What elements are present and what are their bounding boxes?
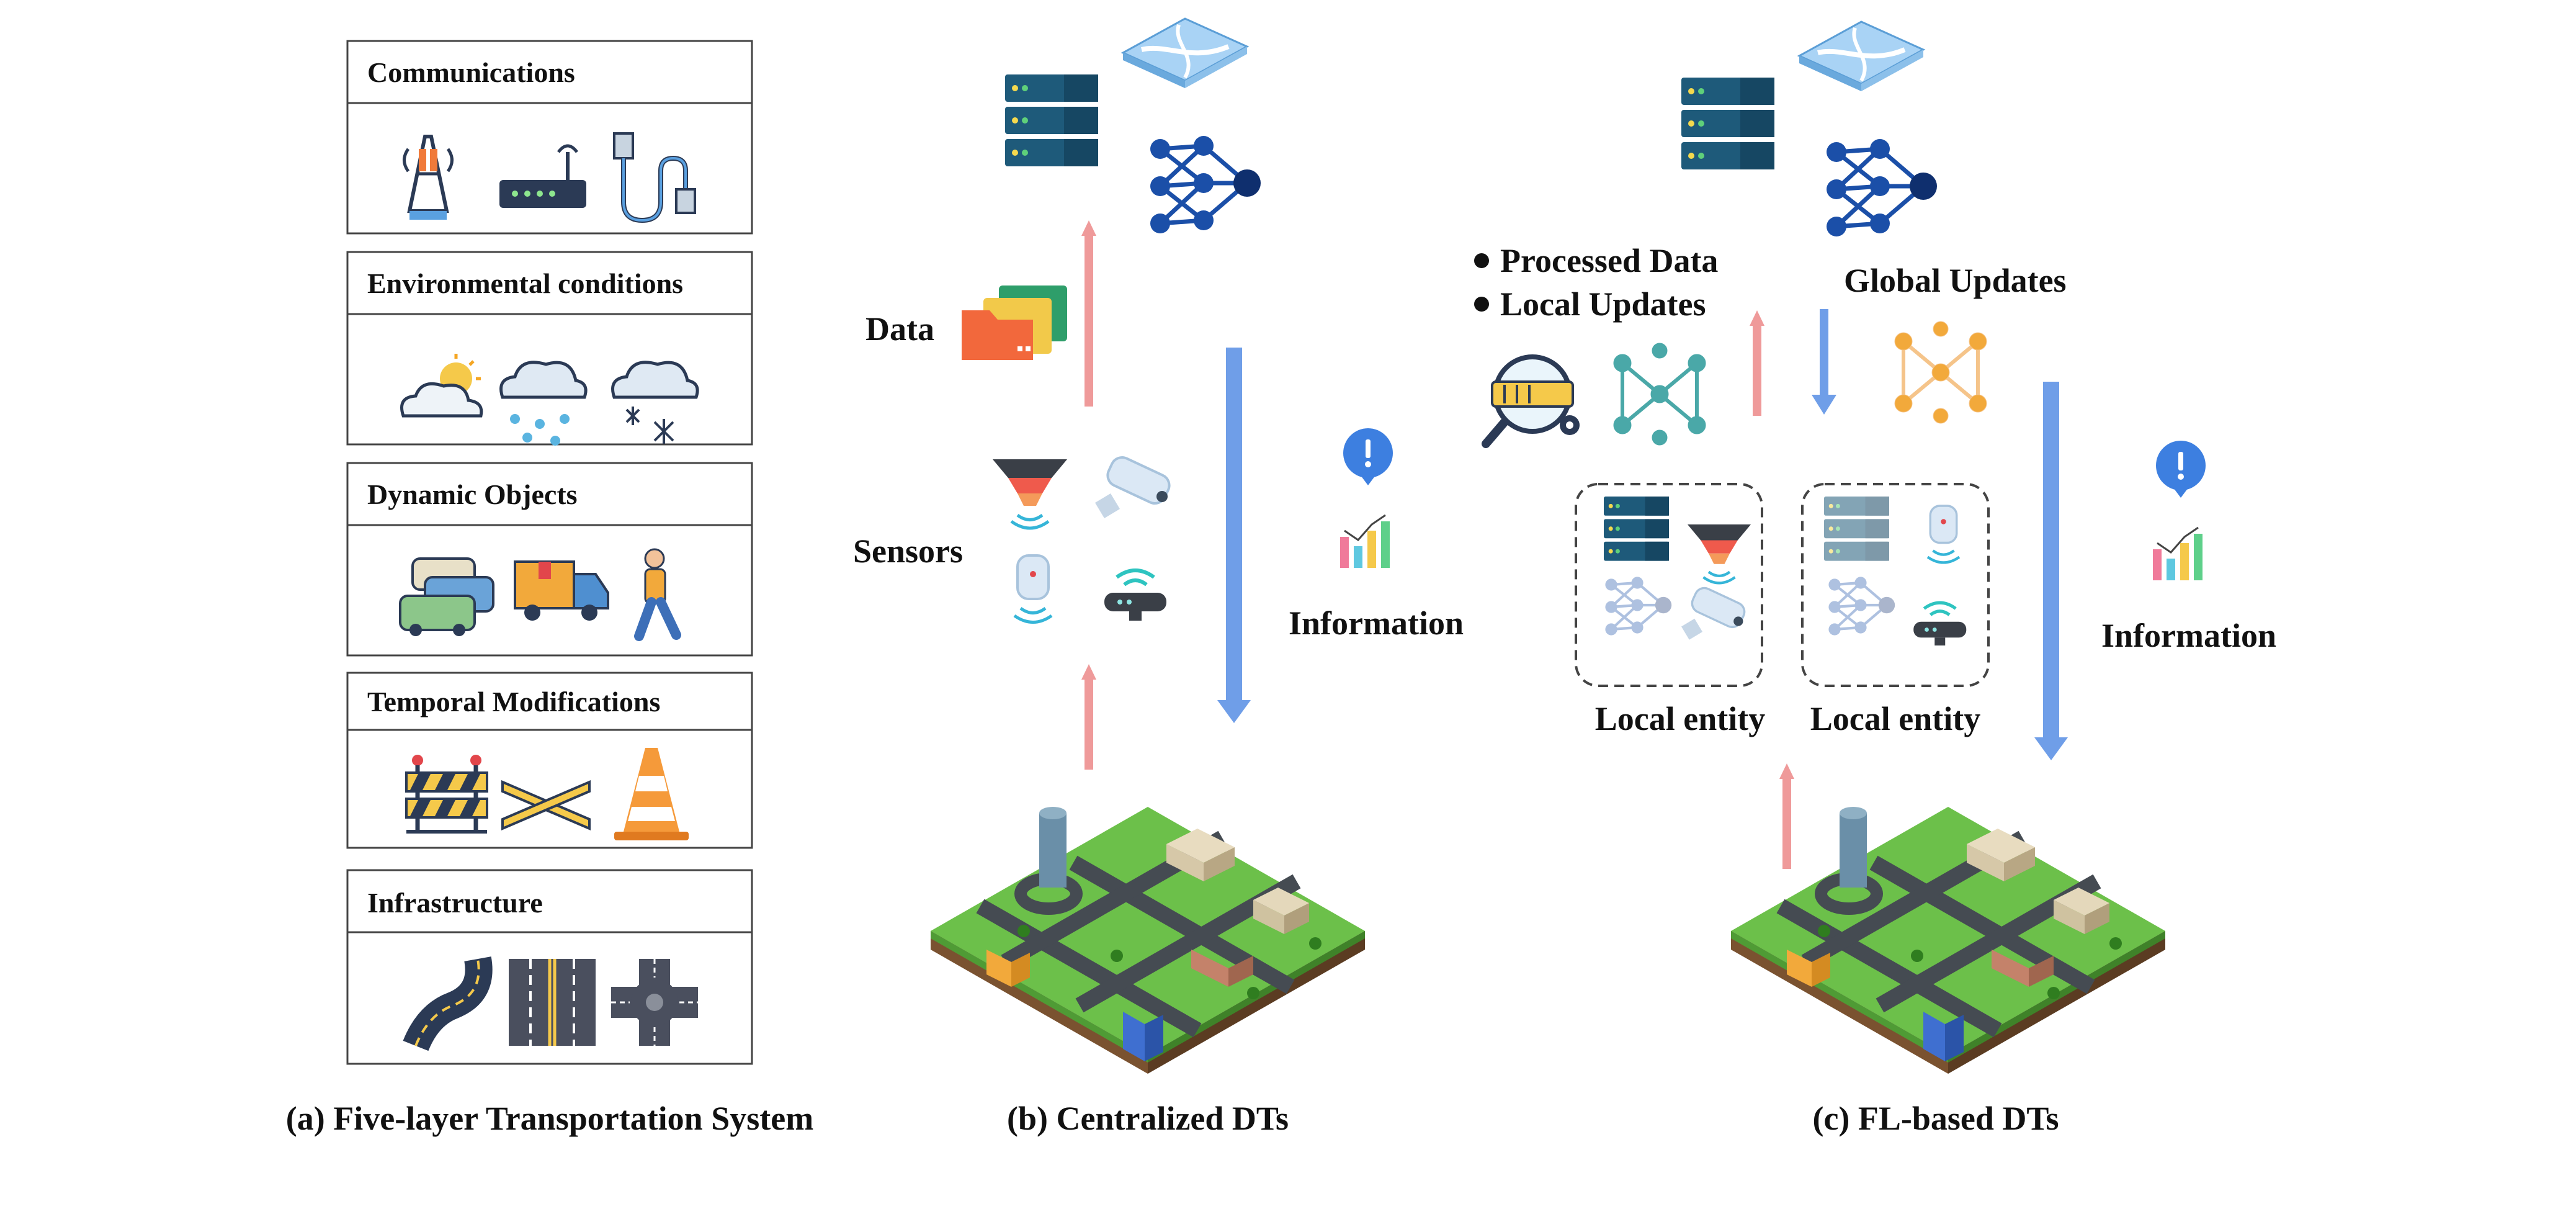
global-updates-label: Global Updates <box>1844 262 2067 299</box>
bar-chart-icon <box>1339 514 1391 569</box>
panel-c: Processed Data Local Updates Global Upda… <box>1474 22 2276 1137</box>
cars-icon <box>399 557 494 636</box>
arrow-up-city-c-shaft <box>1782 779 1791 869</box>
layer-title-dynamic: Dynamic Objects <box>367 479 578 510</box>
camera-icon <box>1094 452 1174 519</box>
map-icon <box>1123 19 1247 88</box>
ethernet-cable-icon <box>613 132 696 223</box>
funnel-sensor-icon <box>993 459 1067 528</box>
arrow-down-info-c <box>2034 737 2068 760</box>
partly-sunny-icon <box>400 354 483 418</box>
layer-environmental-conditions: Environmental conditions <box>346 251 753 446</box>
rain-cloud-icon <box>499 361 588 446</box>
sensors-label: Sensors <box>853 533 963 570</box>
wifi-router-icon <box>499 144 586 208</box>
panel-b: Data Sensors Information (b) Centralized… <box>853 19 1464 1137</box>
analytics-magnifier-icon <box>1482 354 1580 448</box>
bullet-processed-data: Processed Data <box>1500 242 1718 279</box>
bullet-dot-2 <box>1474 297 1489 312</box>
arrow-down-info-shaft <box>1226 348 1242 701</box>
bullet-local-updates: Local Updates <box>1500 286 1706 323</box>
local-entity-label-1: Local entity <box>1595 700 1765 737</box>
pedestrian-icon <box>634 548 681 641</box>
arrow-up-data-shaft <box>1085 236 1093 407</box>
delivery-truck-icon <box>514 560 609 621</box>
crossed-barrier-icon <box>501 780 591 831</box>
layer-title-communications: Communications <box>367 56 575 88</box>
layer-communications: Communications <box>346 40 753 235</box>
arrow-up-local-updates-shaft <box>1753 326 1761 416</box>
server-icon-global <box>1681 78 1774 169</box>
global-model-icon <box>1895 321 1987 423</box>
straight-road-icon <box>509 959 596 1046</box>
local-entity-box-2 <box>1801 483 1990 687</box>
information-label-b: Information <box>1289 605 1464 642</box>
layer-title-environmental: Environmental conditions <box>367 268 683 299</box>
caption-c: (c) FL-based DTs <box>1812 1100 2059 1137</box>
curved-road-icon <box>403 956 493 1051</box>
arrow-down-global-shaft <box>1820 309 1828 396</box>
layer-dynamic-objects: Dynamic Objects <box>346 462 753 657</box>
arrow-up-city-c <box>1779 763 1794 779</box>
folders-icon <box>962 286 1067 360</box>
alert-icon <box>1343 428 1393 485</box>
arrow-up-sensors <box>1081 664 1096 680</box>
arrow-down-global <box>1812 395 1836 415</box>
caption-b: (b) Centralized DTs <box>1007 1100 1289 1137</box>
city-icon <box>931 807 1365 1074</box>
map-icon-global <box>1799 22 1923 91</box>
alert-icon-c <box>2156 441 2206 498</box>
data-label: Data <box>865 310 934 348</box>
local-model-icon <box>1614 343 1706 445</box>
snow-cloud-icon <box>611 361 699 444</box>
layer-temporal-modifications: Temporal Modifications <box>346 672 753 849</box>
arrow-up-data <box>1081 220 1096 236</box>
information-label-c: Information <box>2101 617 2276 654</box>
wifi-sensor-icon <box>1104 570 1166 621</box>
local-entity-box-1 <box>1575 483 1763 687</box>
neural-network-icon-global <box>1827 139 1937 236</box>
layer-infrastructure: Infrastructure <box>346 869 753 1065</box>
server-icon <box>1005 74 1098 166</box>
traffic-cone-icon <box>614 748 689 840</box>
intersection-icon <box>611 959 698 1046</box>
neural-network-icon <box>1150 136 1261 233</box>
bar-chart-icon-c <box>2152 526 2204 582</box>
arrow-down-info <box>1217 700 1251 723</box>
cell-tower-icon <box>403 135 454 220</box>
bullet-dot-1 <box>1474 253 1489 268</box>
caption-a: (a) Five-layer Transportation System <box>286 1100 813 1137</box>
layer-title-temporal: Temporal Modifications <box>367 686 660 717</box>
city-icon-c <box>1731 807 2165 1074</box>
road-barrier-icon <box>405 755 488 834</box>
panel-a: Communications <box>286 40 813 1137</box>
arrow-down-info-c-shaft <box>2043 382 2059 739</box>
arrow-up-local-updates <box>1750 310 1764 326</box>
local-entity-label-2: Local entity <box>1810 700 1980 737</box>
arrow-up-sensors-shaft <box>1085 680 1093 770</box>
capsule-sensor-icon <box>1014 555 1052 623</box>
layer-title-infrastructure: Infrastructure <box>367 887 543 919</box>
